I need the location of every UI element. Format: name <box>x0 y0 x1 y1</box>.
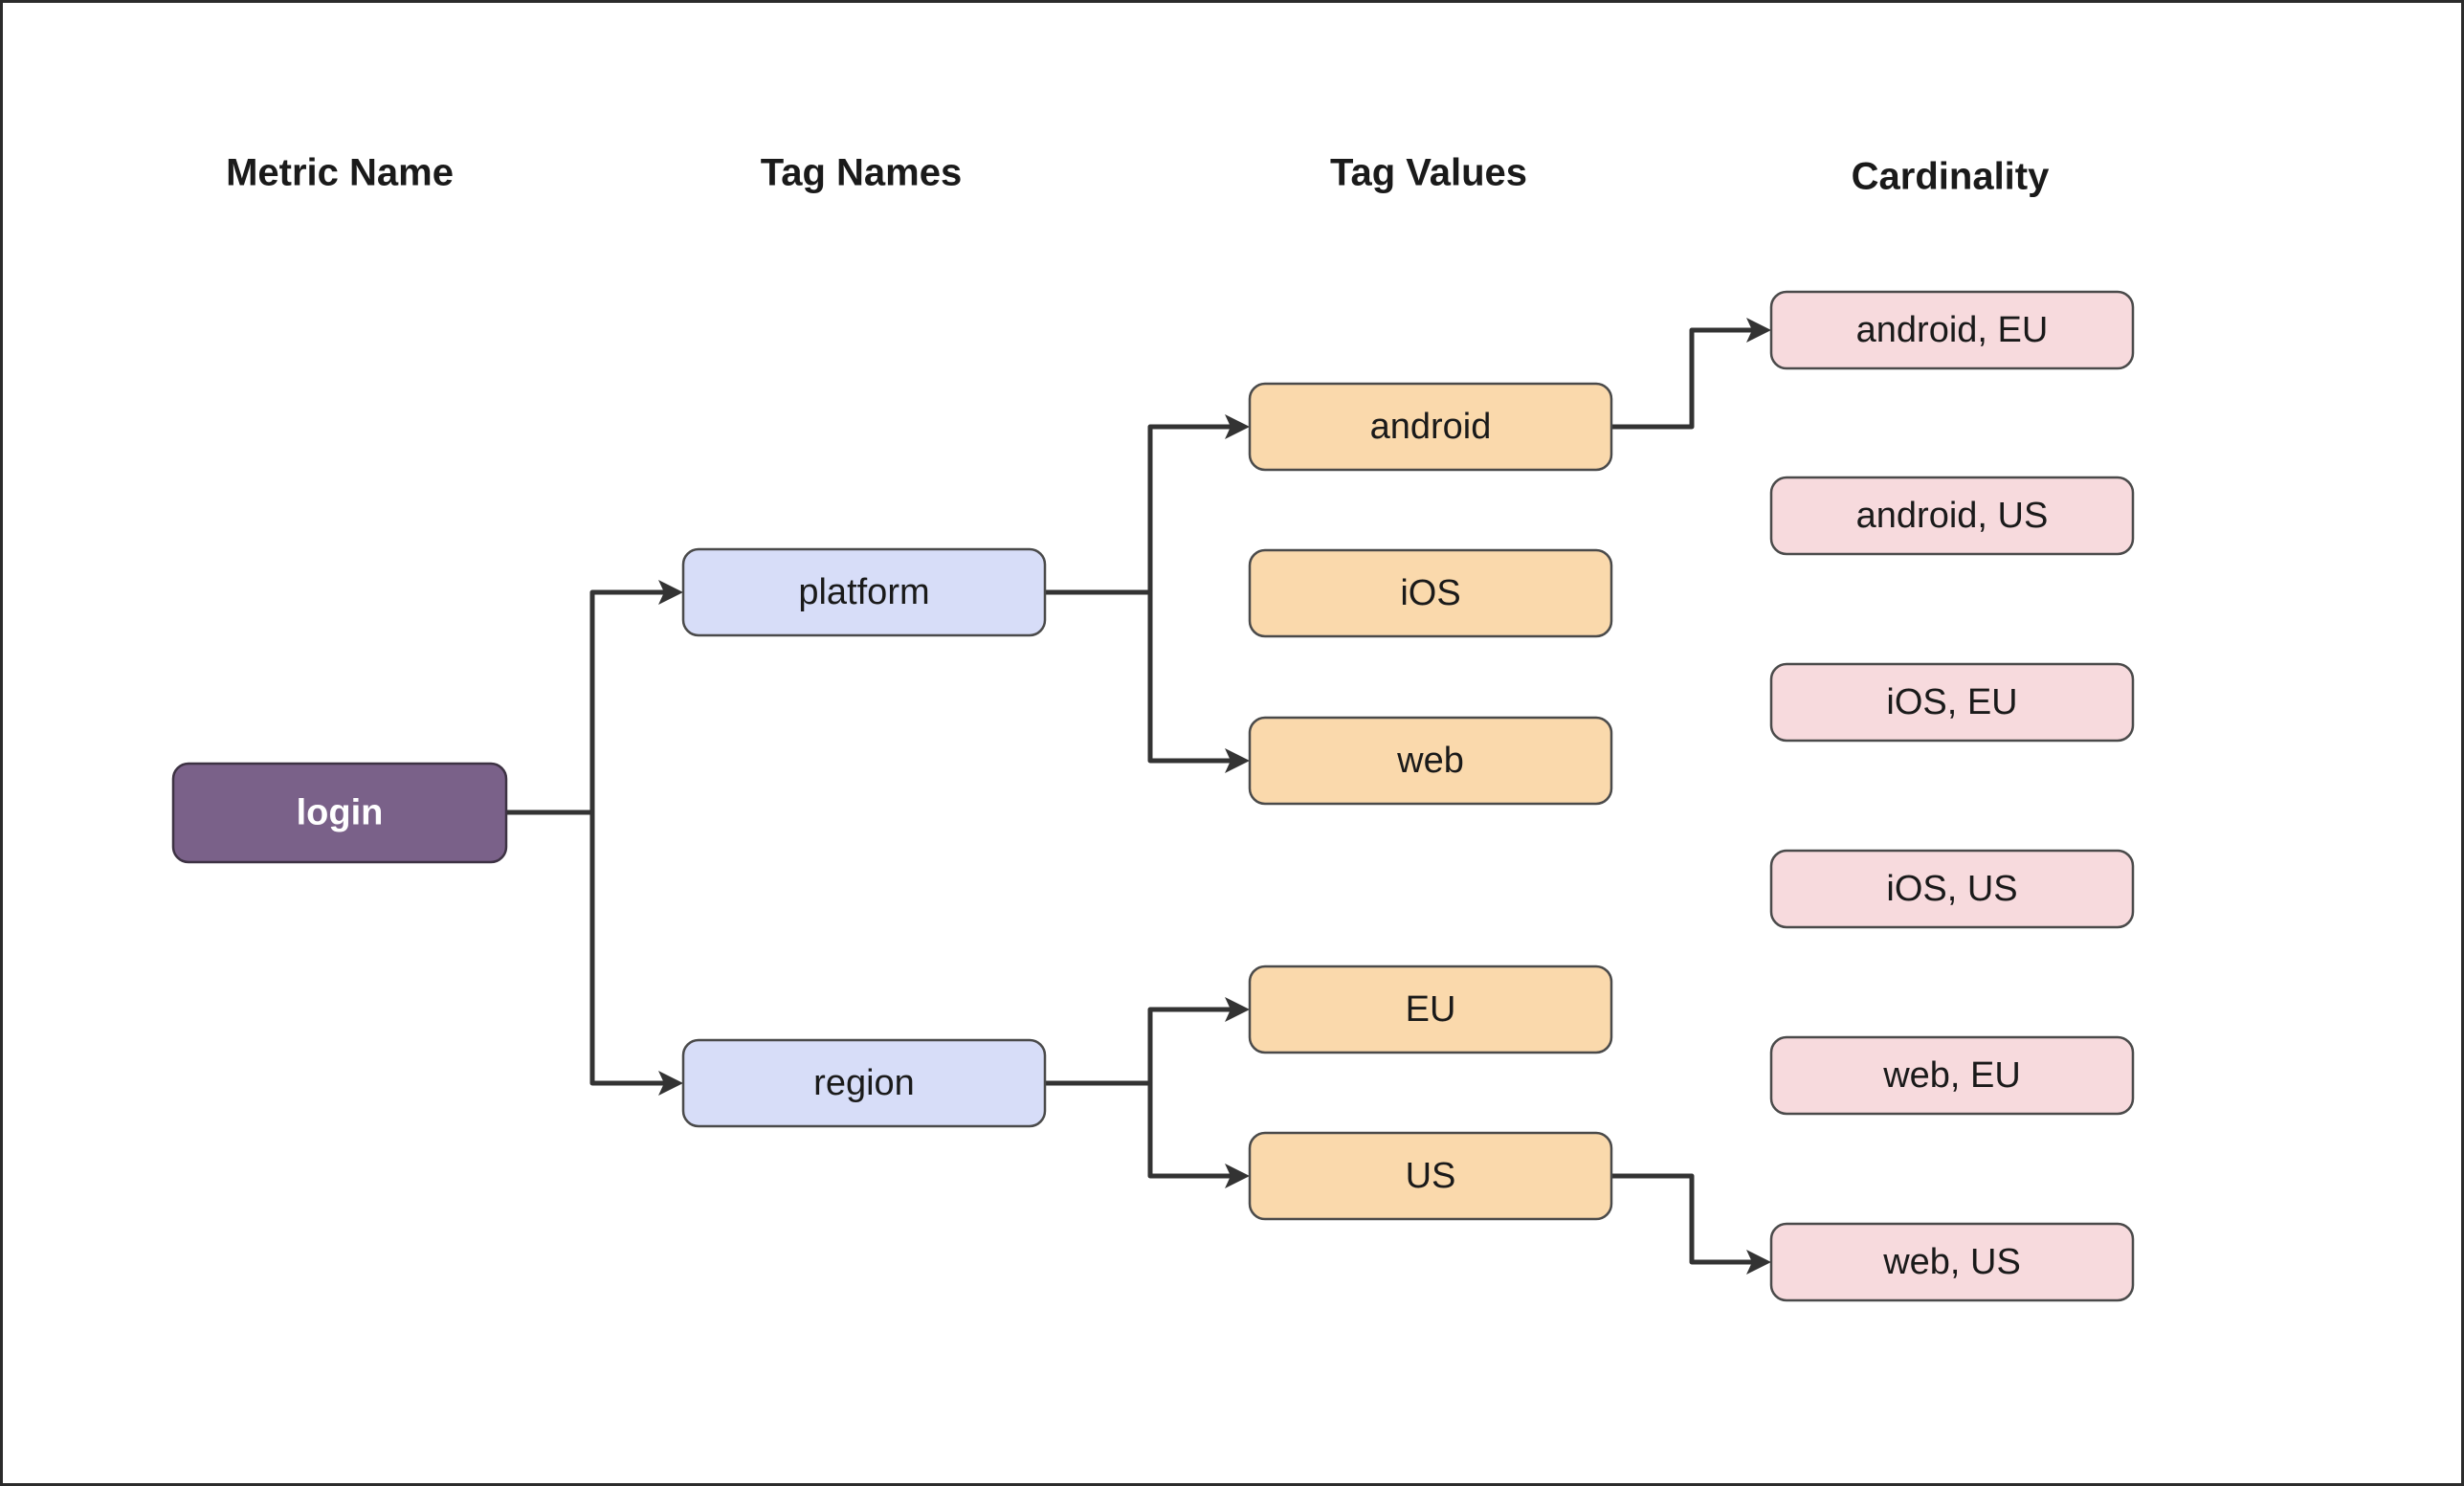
node-shape[interactable] <box>1769 849 2135 929</box>
node-shape[interactable] <box>1769 1222 2135 1302</box>
edge-login-region <box>503 810 683 1096</box>
node-shape[interactable] <box>1248 965 1613 1054</box>
tag-name-node-region[interactable]: region <box>681 1038 1047 1128</box>
edge-login-platform <box>503 580 683 815</box>
column-header-metric-name: Metric Name <box>226 152 454 194</box>
cardinality-node-ios-us[interactable]: iOS, US <box>1769 849 2135 929</box>
tag-value-node-web[interactable]: web <box>1248 716 1613 806</box>
edge-line <box>1042 424 1239 595</box>
edge-line <box>1609 1173 1761 1265</box>
node-shape[interactable] <box>1769 662 2135 743</box>
arrowhead-icon <box>658 580 683 605</box>
column-headers-group: Metric Name Tag Names Tag Values Cardinalit… <box>226 152 2050 198</box>
arrowhead-icon <box>1746 318 1771 343</box>
node-label: US <box>1406 1156 1456 1196</box>
column-header-tag-values: Tag Values <box>1330 152 1527 194</box>
node-label: web, US <box>1882 1242 2021 1282</box>
arrowhead-icon <box>1746 1250 1771 1275</box>
node-label: login <box>297 793 384 833</box>
arrowhead-icon <box>1225 1164 1250 1188</box>
tag-name-node-platform[interactable]: platform <box>681 547 1047 637</box>
edge-us-webus <box>1609 1173 1771 1275</box>
node-label: web, EU <box>1882 1055 2021 1096</box>
node-label: platform <box>798 572 929 612</box>
node-shape[interactable] <box>1248 548 1613 638</box>
node-label: android, EU <box>1856 310 2049 350</box>
edge-platform-android <box>1042 414 1250 595</box>
edge-android-androideu <box>1609 318 1771 430</box>
metric-node-login[interactable]: login <box>171 762 508 864</box>
column-header-cardinality: Cardinality <box>1852 156 2050 198</box>
node-shape[interactable] <box>681 1038 1047 1128</box>
node-shape[interactable] <box>171 762 508 864</box>
node-shape[interactable] <box>1769 290 2135 370</box>
node-shape[interactable] <box>681 547 1047 637</box>
tag-value-node-eu[interactable]: EU <box>1248 965 1613 1054</box>
cardinality-node-web-eu[interactable]: web, EU <box>1769 1035 2135 1116</box>
edge-region-us <box>1147 1080 1250 1188</box>
cardinality-node-android-eu[interactable]: android, EU <box>1769 290 2135 370</box>
node-shape[interactable] <box>1248 382 1613 472</box>
column-header-tag-names: Tag Names <box>761 152 962 194</box>
node-label: web <box>1396 741 1464 781</box>
cardinality-node-android-us[interactable]: android, US <box>1769 476 2135 556</box>
edge-line <box>1609 327 1761 430</box>
tree-diagram: Metric Name Tag Names Tag Values Cardinalit… <box>171 152 2135 1302</box>
node-label: android <box>1370 407 1492 447</box>
node-shape[interactable] <box>1769 476 2135 556</box>
node-shape[interactable] <box>1248 716 1613 806</box>
arrowhead-icon <box>1225 748 1250 773</box>
arrowhead-icon <box>1225 414 1250 439</box>
node-label: android, US <box>1856 496 2049 536</box>
tag-value-node-us[interactable]: US <box>1248 1131 1613 1221</box>
node-shape[interactable] <box>1769 1035 2135 1116</box>
edge-region-eu <box>1042 997 1250 1086</box>
cardinality-node-ios-eu[interactable]: iOS, EU <box>1769 662 2135 743</box>
edge-line <box>1147 1080 1239 1179</box>
tag-value-node-ios[interactable]: iOS <box>1248 548 1613 638</box>
node-label: EU <box>1406 989 1456 1030</box>
node-label: iOS, US <box>1886 869 2017 909</box>
cardinality-node-web-us[interactable]: web, US <box>1769 1222 2135 1302</box>
node-shape[interactable] <box>1248 1131 1613 1221</box>
arrowhead-icon <box>658 1071 683 1096</box>
node-label: iOS, EU <box>1886 682 2017 722</box>
edge-line <box>1147 589 1239 764</box>
edge-line <box>503 810 673 1086</box>
arrowhead-icon <box>1225 997 1250 1022</box>
node-label: region <box>813 1063 915 1103</box>
edge-platform-web <box>1147 589 1250 773</box>
edge-line <box>503 589 673 815</box>
edges-group <box>503 318 1771 1275</box>
edge-line <box>1042 1007 1239 1086</box>
tag-value-node-android[interactable]: android <box>1248 382 1613 472</box>
node-label: iOS <box>1400 573 1460 613</box>
